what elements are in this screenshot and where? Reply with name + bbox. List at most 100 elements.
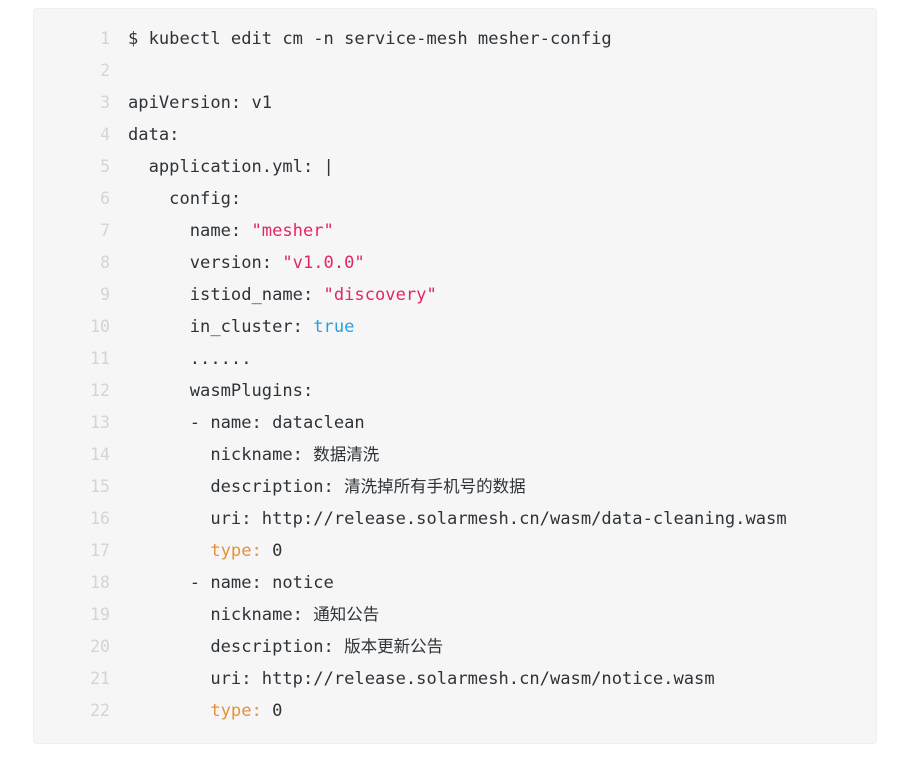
code-line: 21 uri: http://release.solarmesh.cn/wasm…	[34, 663, 876, 695]
code-line: 20 description: 版本更新公告	[34, 631, 876, 663]
line-content[interactable]: in_cluster: true	[110, 311, 355, 343]
code-line: 12 wasmPlugins:	[34, 375, 876, 407]
line-content[interactable]: nickname: 数据清洗	[110, 439, 379, 471]
code-token-plain: istiod_name:	[128, 285, 324, 305]
code-line: 3 apiVersion: v1	[34, 87, 876, 119]
code-line: 6 config:	[34, 183, 876, 215]
line-number: 9	[100, 285, 110, 304]
code-token-plain: apiVersion: v1	[128, 93, 273, 113]
line-content[interactable]: ......	[110, 343, 252, 375]
code-line: 5 application.yml: |	[34, 151, 876, 183]
code-token-plain: $ kubectl edit cm -n service-mesh mesher…	[128, 29, 612, 49]
code-block: 1 $ kubectl edit cm -n service-mesh meshe…	[33, 8, 877, 744]
code-token-cjk: 版本更新公告	[344, 637, 444, 656]
code-token-plain: data:	[128, 125, 180, 145]
line-number: 19	[90, 605, 110, 624]
line-content[interactable]: data:	[110, 119, 179, 151]
line-number: 4	[100, 125, 110, 144]
line-content[interactable]: wasmPlugins:	[110, 375, 314, 407]
code-line: 7 name: "mesher"	[34, 215, 876, 247]
line-number: 14	[90, 445, 110, 464]
code-token-cjk: 通知公告	[313, 605, 380, 624]
line-number: 12	[90, 381, 110, 400]
code-token-plain: version:	[128, 253, 283, 273]
code-token-plain: name:	[128, 221, 252, 241]
code-line: 10 in_cluster: true	[34, 311, 876, 343]
line-content[interactable]: nickname: 通知公告	[110, 599, 379, 631]
code-line: 19 nickname: 通知公告	[34, 599, 876, 631]
code-token-plain: uri: http://release.solarmesh.cn/wasm/da…	[128, 509, 787, 529]
code-line: 16 uri: http://release.solarmesh.cn/wasm…	[34, 503, 876, 535]
line-number: 10	[90, 317, 110, 336]
line-content[interactable]: uri: http://release.solarmesh.cn/wasm/no…	[110, 663, 715, 695]
code-token-plain: 0	[261, 701, 283, 721]
line-number: 7	[100, 221, 110, 240]
code-token-plain: in_cluster:	[128, 317, 314, 337]
code-token-plain: nickname:	[128, 605, 314, 625]
code-token-plain: nickname:	[128, 445, 314, 465]
line-number: 20	[90, 637, 110, 656]
code-line: 22 type: 0	[34, 695, 876, 727]
line-content[interactable]: - name: notice	[110, 567, 334, 599]
code-token-cjk: 清洗掉所有手机号的数据	[344, 477, 526, 496]
code-token-plain: uri: http://release.solarmesh.cn/wasm/no…	[128, 669, 715, 689]
code-line: 9 istiod_name: "discovery"	[34, 279, 876, 311]
code-line: 13 - name: dataclean	[34, 407, 876, 439]
line-number: 8	[100, 253, 110, 272]
line-number: 6	[100, 189, 110, 208]
line-number: 2	[100, 61, 110, 80]
line-content[interactable]: config:	[110, 183, 241, 215]
code-token-plain: config:	[128, 189, 242, 209]
line-content[interactable]: description: 清洗掉所有手机号的数据	[110, 471, 526, 503]
code-token-plain: wasmPlugins:	[128, 381, 314, 401]
code-line: 11 ......	[34, 343, 876, 375]
line-number: 18	[90, 573, 110, 592]
code-line: 2	[34, 55, 876, 87]
code-line: 15 description: 清洗掉所有手机号的数据	[34, 471, 876, 503]
line-number: 16	[90, 509, 110, 528]
code-token-plain: description:	[128, 637, 345, 657]
line-content[interactable]: version: "v1.0.0"	[110, 247, 365, 279]
code-token-plain: - name: dataclean	[128, 413, 365, 433]
line-content[interactable]: description: 版本更新公告	[110, 631, 443, 663]
code-token-string: "v1.0.0"	[282, 253, 365, 273]
code-line: 14 nickname: 数据清洗	[34, 439, 876, 471]
line-content[interactable]: apiVersion: v1	[110, 87, 272, 119]
line-content[interactable]: type: 0	[110, 695, 282, 727]
line-content[interactable]: $ kubectl edit cm -n service-mesh mesher…	[110, 23, 612, 55]
line-content[interactable]: istiod_name: "discovery"	[110, 279, 437, 311]
line-number: 3	[100, 93, 110, 112]
line-content[interactable]: application.yml: |	[110, 151, 334, 183]
code-token-key-hl: type:	[210, 541, 262, 561]
code-line: 4 data:	[34, 119, 876, 151]
code-line: 1 $ kubectl edit cm -n service-mesh meshe…	[34, 23, 876, 55]
code-token-plain	[128, 701, 210, 721]
code-token-plain	[128, 541, 210, 561]
line-content[interactable]: - name: dataclean	[110, 407, 365, 439]
code-line: 17 type: 0	[34, 535, 876, 567]
code-token-plain: application.yml: |	[128, 157, 334, 177]
line-content[interactable]: type: 0	[110, 535, 282, 567]
code-line: 8 version: "v1.0.0"	[34, 247, 876, 279]
line-number: 13	[90, 413, 110, 432]
code-token-key-hl: type:	[210, 701, 262, 721]
line-number: 15	[90, 477, 110, 496]
line-content[interactable]: name: "mesher"	[110, 215, 334, 247]
line-content[interactable]: uri: http://release.solarmesh.cn/wasm/da…	[110, 503, 787, 535]
code-token-plain: ......	[128, 349, 252, 369]
code-token-cjk: 数据清洗	[313, 445, 380, 464]
code-token-string: "mesher"	[251, 221, 334, 241]
code-token-string: "discovery"	[323, 285, 437, 305]
code-token-bool: true	[313, 317, 355, 337]
line-number: 17	[90, 541, 110, 560]
code-line-list: 1 $ kubectl edit cm -n service-mesh meshe…	[34, 23, 876, 727]
line-number: 5	[100, 157, 110, 176]
code-line: 18 - name: notice	[34, 567, 876, 599]
code-token-plain: 0	[261, 541, 283, 561]
code-token-plain: description:	[128, 477, 345, 497]
code-token-plain: - name: notice	[128, 573, 334, 593]
line-number: 22	[90, 701, 110, 720]
line-number: 1	[100, 29, 110, 48]
line-number: 11	[90, 349, 110, 368]
line-number: 21	[90, 669, 110, 688]
